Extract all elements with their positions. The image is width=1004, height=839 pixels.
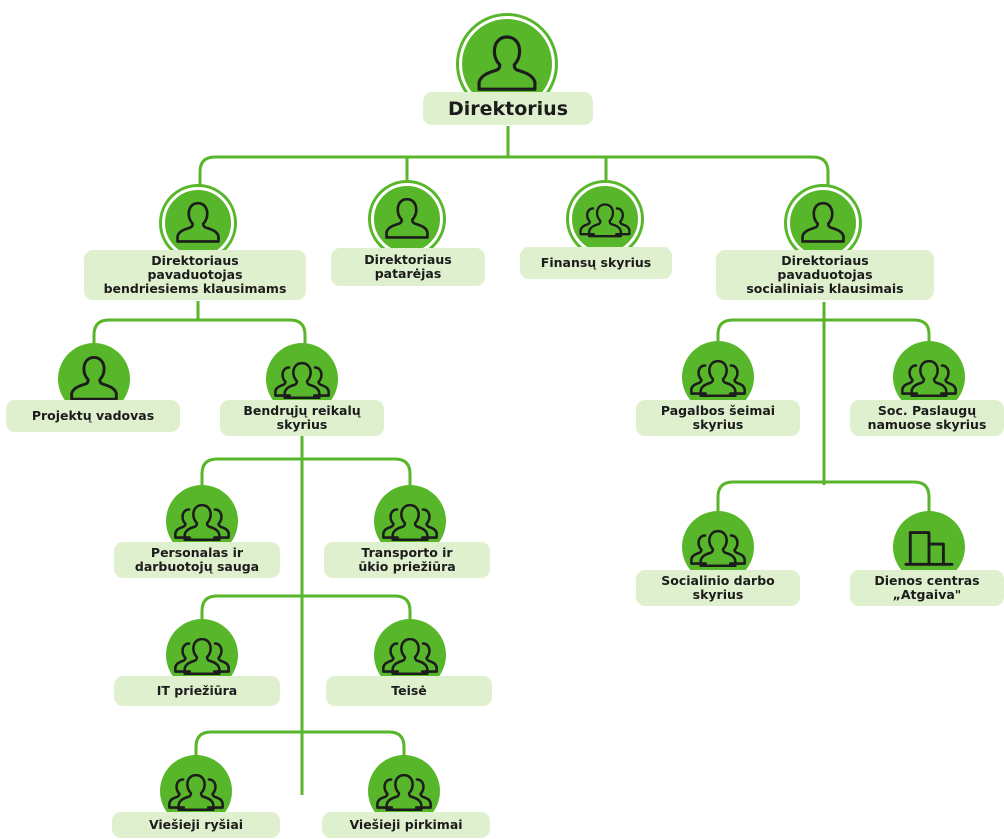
node-deputy-general-label: Direktoriaus pavaduotojas bendriesiems k…	[84, 250, 306, 300]
node-deputy-social-label: Direktoriaus pavaduotojas socialiniais k…	[716, 250, 934, 300]
node-director-label: Direktorius	[423, 92, 593, 125]
node-it-label: IT priežiūra	[114, 676, 280, 706]
node-finance-label: Finansų skyrius	[520, 247, 672, 279]
node-family-help-label: Pagalbos šeimai skyrius	[636, 400, 800, 436]
person-icon	[162, 187, 234, 259]
person-icon	[787, 187, 859, 259]
node-day-center-label: Dienos centras „Atgaiva"	[850, 570, 1004, 606]
node-advisor-label: Direktoriaus patarėjas	[331, 248, 485, 286]
node-home-services-label: Soc. Paslaugų namuose skyrius	[850, 400, 1004, 436]
node-law-label: Teisė	[326, 676, 492, 706]
node-project-manager-label: Projektų vadovas	[6, 400, 180, 432]
node-general-affairs-label: Bendrųjų reikalų skyrius	[220, 400, 384, 436]
group-icon	[569, 183, 641, 255]
node-social-work-label: Socialinio darbo skyrius	[636, 570, 800, 606]
node-pr-label: Viešieji ryšiai	[112, 812, 280, 838]
node-personnel-label: Personalas ir darbuotojų sauga	[114, 542, 280, 578]
node-transport-label: Transporto ir ūkio priežiūra	[324, 542, 490, 578]
node-procurement-label: Viešieji pirkimai	[322, 812, 490, 838]
person-icon	[371, 183, 443, 255]
